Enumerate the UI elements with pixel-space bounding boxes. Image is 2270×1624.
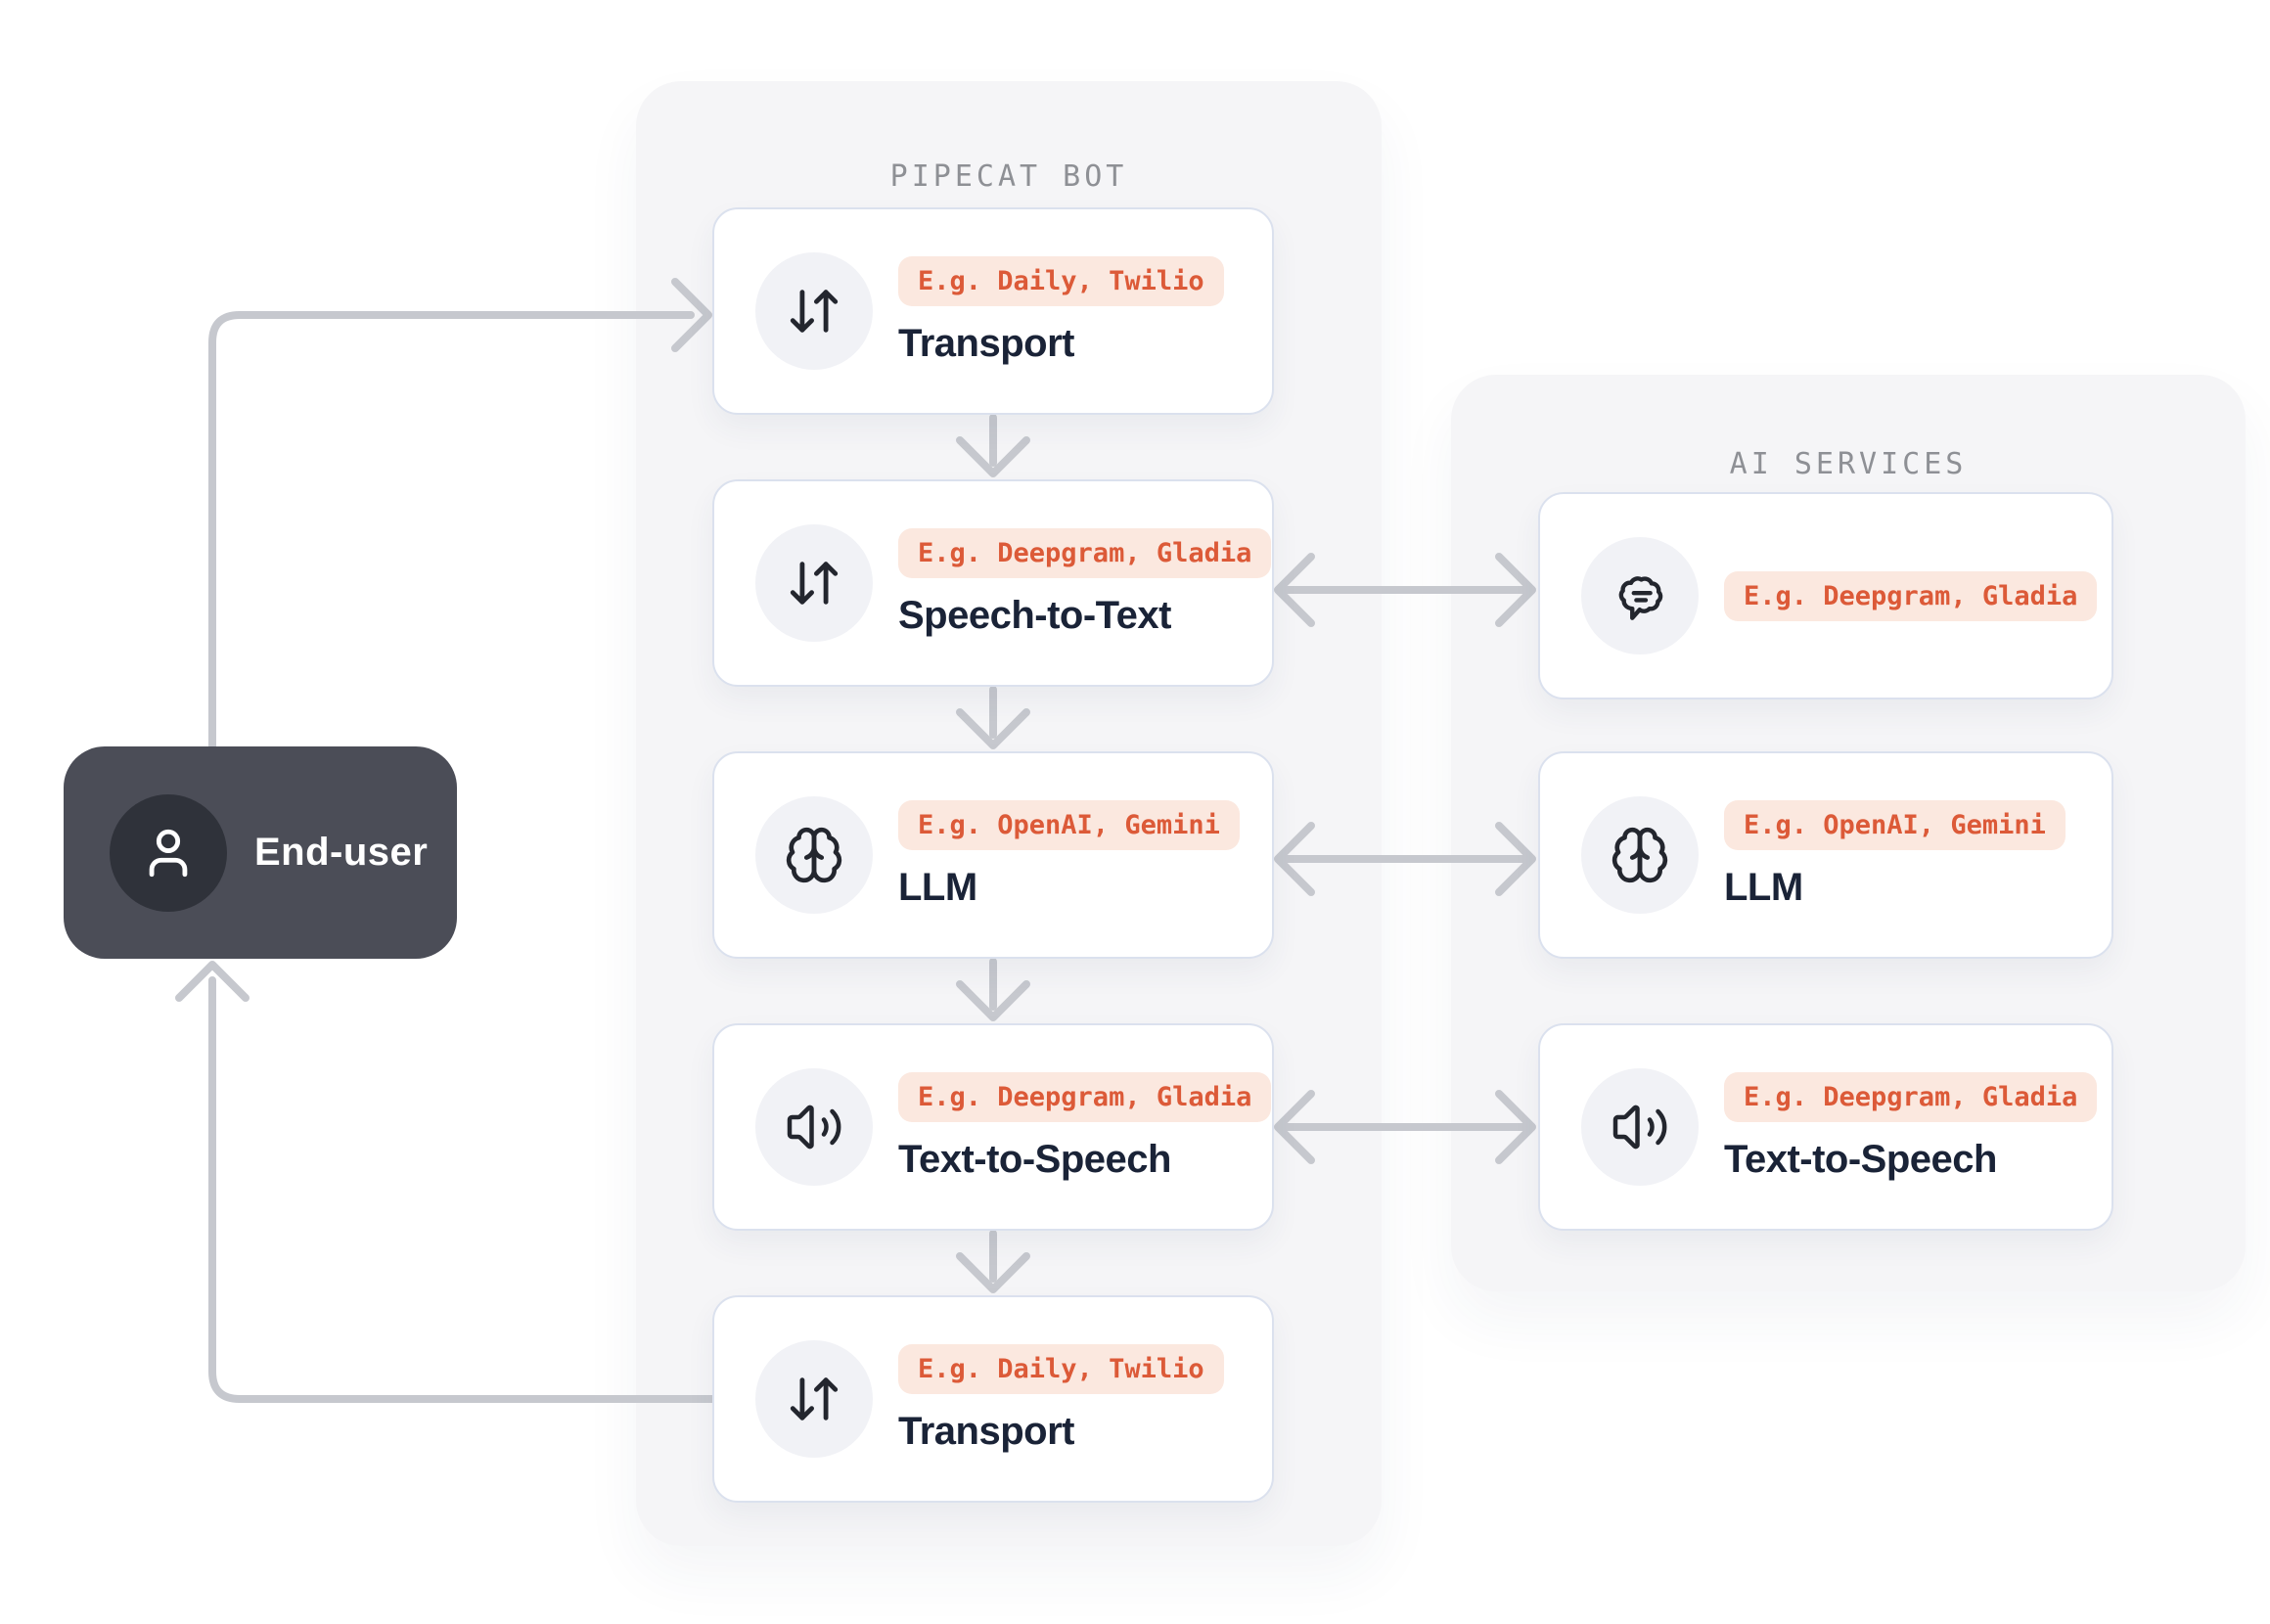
user-icon xyxy=(110,793,227,912)
card-title: Text-to-Speech xyxy=(1724,1138,1997,1181)
card-title: Transport xyxy=(898,1410,1074,1453)
example-services-badge: E.g. Deepgram, Gladia xyxy=(898,1072,1272,1122)
pipecat-panel-title: PIPECAT BOT xyxy=(889,158,1128,194)
volume-icon xyxy=(755,1068,873,1186)
card-transport-in: E.g. Daily, Twilio Transport xyxy=(712,207,1274,415)
arrow-down-up-icon xyxy=(755,252,873,370)
volume-icon xyxy=(1581,1068,1699,1186)
card-text-to-speech: E.g. Deepgram, Gladia Text-to-Speech xyxy=(712,1023,1274,1231)
card-ai-text-to-speech: E.g. Deepgram, Gladia Text-to-Speech xyxy=(1538,1023,2113,1231)
example-services-badge: E.g. Deepgram, Gladia xyxy=(1724,1072,2098,1122)
arrow-down-up-icon xyxy=(755,524,873,642)
example-services-badge: E.g. Deepgram, Gladia xyxy=(898,528,1272,578)
arrow-tts-ai-service xyxy=(1274,1090,1536,1164)
example-services-badge: E.g. Daily, Twilio xyxy=(898,1344,1224,1394)
arrow-llm-to-tts xyxy=(956,958,1030,1021)
card-title: Text-to-Speech xyxy=(898,1138,1171,1181)
example-services-badge: E.g. Deepgram, Gladia xyxy=(1724,570,2098,621)
arrow-transport-out-to-end-user xyxy=(175,961,716,1403)
arrow-llm-ai-service xyxy=(1274,822,1536,896)
example-services-badge: E.g. Daily, Twilio xyxy=(898,256,1224,306)
card-title: LLM xyxy=(1724,866,1803,909)
card-speech-to-text: E.g. Deepgram, Gladia Speech-to-Text xyxy=(712,479,1274,687)
card-transport-out: E.g. Daily, Twilio Transport xyxy=(712,1295,1274,1503)
brain-icon xyxy=(755,796,873,914)
example-services-badge: E.g. OpenAI, Gemini xyxy=(898,800,1240,850)
card-llm: E.g. OpenAI, Gemini LLM xyxy=(712,751,1274,959)
end-user-label: End-user xyxy=(254,831,429,874)
arrow-stt-to-llm xyxy=(956,686,1030,749)
card-title: LLM xyxy=(898,866,977,909)
arrow-end-user-to-transport-in xyxy=(208,278,712,750)
arrow-stt-ai-service xyxy=(1274,553,1536,627)
brain-icon xyxy=(1581,796,1699,914)
arrow-down-up-icon xyxy=(755,1340,873,1458)
arrow-tts-to-transport xyxy=(956,1230,1030,1293)
card-ai-speech-to-text: E.g. Deepgram, Gladia xyxy=(1538,492,2113,699)
card-title: Speech-to-Text xyxy=(898,594,1171,637)
speech-bubble-icon xyxy=(1581,537,1699,654)
example-services-badge: E.g. OpenAI, Gemini xyxy=(1724,800,2066,850)
arrow-transport-to-stt xyxy=(956,414,1030,477)
card-ai-llm: E.g. OpenAI, Gemini LLM xyxy=(1538,751,2113,959)
ai-panel-title: AI SERVICES xyxy=(1729,446,1968,481)
card-title: Transport xyxy=(898,322,1074,365)
end-user-node: End-user xyxy=(64,746,457,959)
